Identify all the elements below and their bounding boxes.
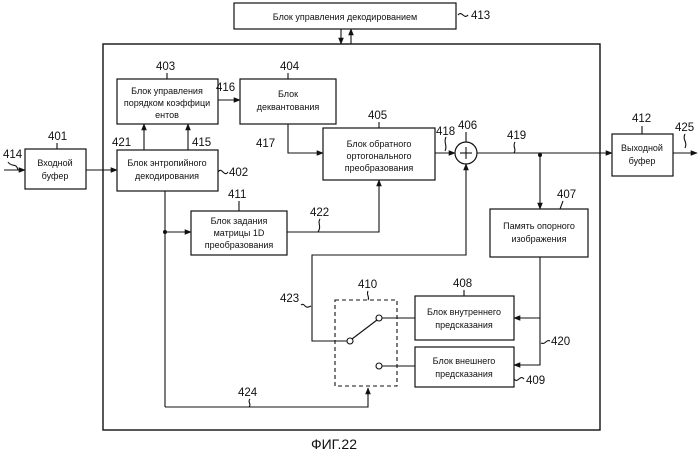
ref-410: 410 bbox=[358, 279, 377, 291]
ref-404: 404 bbox=[280, 61, 300, 73]
decoding-control-label: Блок управления декодированием bbox=[273, 12, 417, 22]
intra-prediction-block: Блок внутреннего предсказания 408 bbox=[415, 278, 514, 340]
leader-402 bbox=[218, 170, 228, 173]
inverse-transform-label-1: Блок обратного bbox=[347, 139, 412, 149]
leader-414 bbox=[8, 162, 18, 170]
switch-frame bbox=[335, 300, 397, 386]
coeff-order-control-block: Блок управления порядком коэффици ентов … bbox=[117, 61, 218, 124]
dequantization-label-2: деквантования bbox=[257, 102, 320, 112]
ref-420: 420 bbox=[551, 336, 570, 348]
arrow-411-405 bbox=[287, 180, 379, 232]
reference-memory-box bbox=[490, 209, 588, 257]
coeff-order-label-3: ентов bbox=[155, 110, 179, 120]
inter-prediction-box bbox=[415, 347, 514, 387]
ref-424: 424 bbox=[238, 387, 258, 399]
entropy-decoding-label-2: декодирования bbox=[135, 171, 199, 181]
coeff-order-label-2: порядком коэффици bbox=[124, 98, 210, 108]
dequantization-label-1: Блок bbox=[278, 89, 298, 99]
ref-412: 412 bbox=[632, 113, 651, 125]
inverse-transform-label-2: ортогонального bbox=[347, 151, 412, 161]
leader-409 bbox=[514, 378, 524, 381]
ref-421: 421 bbox=[112, 137, 131, 149]
input-buffer-block: Входной буфер 401 bbox=[25, 131, 86, 189]
ref-419: 419 bbox=[507, 130, 526, 142]
leader-420 bbox=[541, 341, 550, 344]
ref-401: 401 bbox=[48, 131, 67, 143]
ref-425: 425 bbox=[675, 122, 694, 134]
input-buffer-box bbox=[25, 149, 86, 189]
output-buffer-label-1: Выходной bbox=[621, 143, 663, 153]
transform-matrix-label-2: матрицы 1D bbox=[214, 228, 265, 238]
output-buffer-block: Выходной буфер 412 bbox=[612, 113, 673, 176]
input-buffer-label-1: Входной bbox=[37, 158, 72, 168]
leader-410 bbox=[367, 291, 368, 300]
output-buffer-label-2: буфер bbox=[629, 156, 656, 166]
transform-matrix-label-1: Блок задания bbox=[211, 216, 268, 226]
decoding-control-block: Блок управления декодированием 413 bbox=[234, 3, 490, 29]
ref-405: 405 bbox=[368, 110, 387, 122]
reference-memory-label-1: Память опорного bbox=[503, 221, 575, 231]
leader-422 bbox=[318, 219, 320, 232]
switch-arm bbox=[352, 320, 377, 339]
ref-417: 417 bbox=[256, 138, 275, 150]
leader-418 bbox=[445, 137, 446, 151]
ref-415: 415 bbox=[192, 137, 211, 149]
ref-402: 402 bbox=[229, 167, 248, 179]
ref-414: 414 bbox=[3, 149, 23, 161]
ref-406: 406 bbox=[458, 120, 477, 132]
ref-416: 416 bbox=[216, 82, 235, 94]
transform-matrix-label-3: преобразования bbox=[205, 240, 274, 250]
ref-413: 413 bbox=[471, 10, 490, 22]
transform-matrix-block: Блок задания матрицы 1D преобразования 4… bbox=[191, 189, 287, 255]
ref-408: 408 bbox=[453, 278, 472, 290]
leader-423 bbox=[301, 304, 311, 307]
arrow-404-405 bbox=[288, 124, 323, 153]
arrow-407-409 bbox=[514, 318, 540, 365]
inverse-transform-block: Блок обратного ортогонального преобразов… bbox=[323, 110, 435, 180]
intra-prediction-label-2: предсказания bbox=[435, 320, 493, 330]
entropy-decoding-block: Блок энтропийного декодирования 402 bbox=[117, 150, 248, 191]
ref-409: 409 bbox=[526, 375, 545, 387]
leader-407 bbox=[560, 201, 563, 209]
arrow-402-switch bbox=[165, 388, 368, 407]
reference-memory-label-2: изображения bbox=[511, 234, 566, 244]
ref-403: 403 bbox=[156, 61, 175, 73]
output-buffer-box bbox=[612, 134, 673, 176]
input-buffer-label-2: буфер bbox=[42, 171, 69, 181]
ref-422: 422 bbox=[310, 207, 329, 219]
leader-425 bbox=[684, 134, 686, 148]
leader-424 bbox=[249, 399, 250, 407]
leader-419 bbox=[514, 142, 515, 153]
entropy-decoding-label-1: Блок энтропийного bbox=[127, 158, 206, 168]
inter-prediction-label-1: Блок внешнего bbox=[433, 356, 496, 366]
ref-423: 423 bbox=[280, 293, 299, 305]
leader-413 bbox=[458, 14, 468, 17]
coeff-order-label-1: Блок управления bbox=[131, 86, 203, 96]
ref-407: 407 bbox=[557, 189, 576, 201]
prediction-switch: 410 bbox=[335, 279, 397, 386]
dequantization-block: Блок деквантования 404 bbox=[240, 61, 336, 124]
adder: 406 bbox=[455, 120, 477, 164]
switch-inter-contact bbox=[376, 363, 382, 369]
ref-411: 411 bbox=[228, 189, 246, 201]
intra-prediction-label-1: Блок внутреннего bbox=[427, 307, 501, 317]
inter-prediction-label-2: предсказания bbox=[435, 369, 493, 379]
inverse-transform-label-3: преобразования bbox=[345, 163, 414, 173]
arrow-407-408 bbox=[514, 257, 540, 318]
intra-prediction-box bbox=[415, 296, 514, 340]
inter-prediction-block: Блок внешнего предсказания 409 bbox=[415, 347, 545, 387]
figure-caption: ФИГ.22 bbox=[311, 436, 357, 452]
reference-memory-block: Память опорного изображения 407 bbox=[490, 189, 588, 257]
ref-418: 418 bbox=[436, 126, 455, 138]
